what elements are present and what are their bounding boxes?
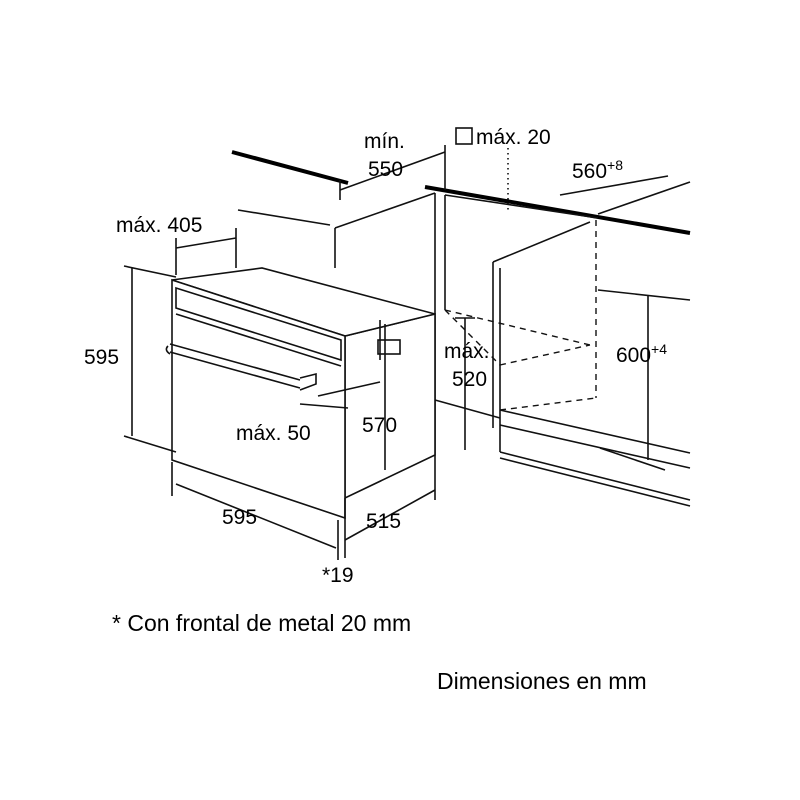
dim-550-line: [339, 151, 446, 191]
niche-floor-back: [444, 309, 591, 346]
oven-side-bracket: [377, 339, 401, 355]
label-600-value: 600: [616, 344, 651, 367]
label-560-value: 560: [572, 160, 607, 183]
dimension-labels: mín. 550 máx. 20 560+8 máx. 405 595 máx.…: [84, 126, 667, 587]
label-560: 560+8: [572, 157, 623, 183]
dim-max50-line: [317, 381, 381, 397]
footnote-metal-front: * Con frontal de metal 20 mm: [112, 610, 412, 636]
plinth-top: [499, 451, 691, 501]
label-max50: máx. 50: [236, 422, 311, 445]
worktop-right-edge: [424, 185, 691, 235]
oven-door-top-edge: [175, 313, 342, 367]
niche-top-back: [444, 194, 599, 219]
niche-floor-front-hidden: [499, 397, 597, 411]
worktop-left-edge: [231, 150, 349, 185]
dimension-lines: [123, 127, 669, 560]
dim-max50-ref: [299, 403, 349, 409]
label-515: 515: [366, 510, 401, 533]
units-note: Dimensiones en mm: [437, 668, 647, 694]
label-max20: máx. 20: [476, 126, 551, 149]
label-595-height: 595: [84, 346, 119, 369]
niche-base-right: [499, 409, 691, 454]
niche-floor-right: [499, 344, 591, 366]
niche-floor-left: [444, 309, 501, 366]
oven-handle: [165, 343, 317, 391]
niche-base-left: [434, 399, 501, 419]
label-min: mín.: [364, 130, 405, 153]
dim-405-ref: [237, 209, 331, 226]
dim-560-line: [559, 175, 669, 196]
label-550: 550: [368, 158, 403, 181]
dim-595h-tick-bottom: [123, 435, 177, 453]
oven-control-panel: [175, 286, 342, 362]
label-max405: máx. 405: [116, 214, 202, 237]
ref-line-600-top: [597, 289, 691, 301]
label-560-tolerance: +8: [607, 157, 623, 173]
label-max: máx.: [444, 340, 490, 363]
dim-595h-tick-top: [123, 265, 177, 278]
label-600: 600+4: [616, 341, 667, 367]
label-19: *19: [322, 564, 354, 587]
label-570: 570: [362, 414, 397, 437]
niche-left-top: [334, 192, 436, 229]
dim-595w-line: [175, 483, 337, 549]
ref-line-600-bottom: [599, 447, 666, 471]
oven: [165, 267, 436, 520]
label-600-tolerance: +4: [651, 341, 667, 357]
label-520: 520: [452, 368, 487, 391]
square-symbol-icon: [455, 127, 473, 145]
dim-405-line: [175, 237, 237, 249]
label-595-width: 595: [222, 506, 257, 529]
plinth-bottom: [499, 457, 691, 507]
niche-base-lower: [499, 424, 691, 469]
dim-515-line: [344, 489, 436, 541]
niche-right-top: [492, 221, 591, 263]
worktop-back-edge: [597, 181, 691, 215]
